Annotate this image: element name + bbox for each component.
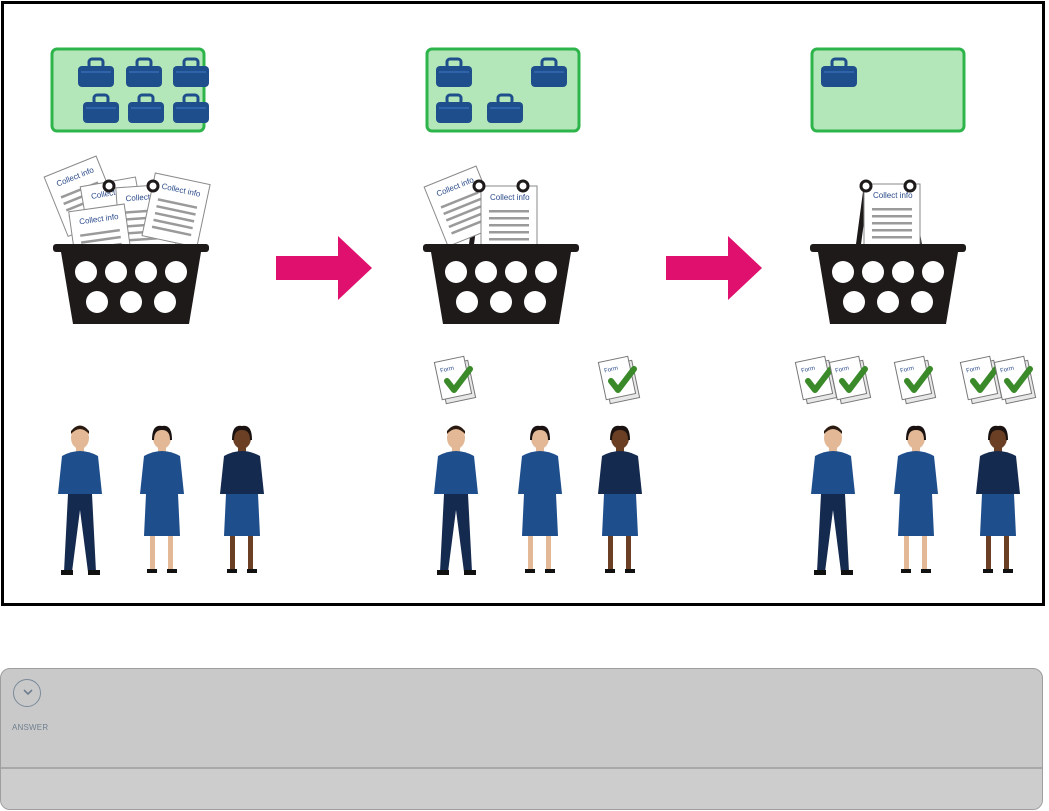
suitcase-icon	[173, 93, 209, 123]
person-icon	[894, 425, 938, 573]
person-icon	[434, 425, 478, 575]
suitcase-box	[810, 47, 966, 133]
chevron-down-icon	[13, 679, 41, 707]
basket-icon: Collect info	[810, 179, 966, 324]
svg-text:Collect info: Collect info	[873, 191, 913, 200]
suitcase-icon	[531, 57, 567, 87]
arrow-icon	[666, 236, 762, 300]
stage-3: Form Form Form Form Form	[794, 47, 1037, 575]
svg-text:Collect info: Collect info	[490, 193, 530, 202]
suitcase-icon	[821, 57, 857, 87]
person-icon	[518, 425, 562, 573]
form-check-icon: Form	[433, 355, 477, 405]
svg-text:Collect info: Collect info	[125, 191, 166, 203]
suitcase-box	[50, 47, 209, 133]
suitcase-icon	[487, 93, 523, 123]
svg-text:Form: Form	[900, 366, 915, 375]
suitcase-icon	[83, 93, 119, 123]
divider	[1, 767, 1042, 769]
form-check-icon: Form	[959, 355, 1003, 405]
stage-2: Form Form	[425, 47, 642, 575]
suitcase-icon	[436, 93, 472, 123]
svg-text:Form: Form	[966, 366, 981, 375]
suitcase-icon	[436, 57, 472, 87]
answer-label: ANSWER	[12, 723, 49, 732]
answer-content-area	[1, 769, 1042, 809]
svg-text:Form: Form	[440, 366, 455, 375]
form-check-icon: Form	[828, 355, 872, 405]
arrow-icon	[276, 236, 372, 300]
person-icon	[220, 425, 264, 573]
form-check-icon: Form	[993, 355, 1037, 405]
suitcase-box	[425, 47, 581, 133]
person-icon	[976, 425, 1020, 573]
suitcase-icon	[173, 57, 209, 87]
svg-text:Form: Form	[835, 366, 850, 375]
answer-button[interactable]: ANSWER	[11, 677, 55, 732]
person-icon	[140, 425, 184, 573]
stage-1	[50, 47, 264, 575]
suitcase-icon	[128, 93, 164, 123]
svg-text:Form: Form	[1000, 366, 1015, 375]
form-check-icon: Form	[893, 355, 937, 405]
answer-panel: ANSWER	[0, 668, 1043, 810]
person-icon	[811, 425, 855, 575]
collect-info-sheet: Collect info	[480, 185, 538, 251]
suitcase-icon	[78, 57, 114, 87]
form-check-icon: Form	[597, 355, 641, 405]
collect-info-sheet: Collect info	[863, 183, 921, 249]
person-icon	[58, 425, 102, 575]
svg-text:Form: Form	[801, 366, 816, 375]
svg-text:Form: Form	[604, 366, 619, 375]
form-check-icon: Form	[794, 355, 838, 405]
collect-info-sheet: Collect info	[141, 172, 211, 248]
suitcase-icon	[126, 57, 162, 87]
person-icon	[598, 425, 642, 573]
